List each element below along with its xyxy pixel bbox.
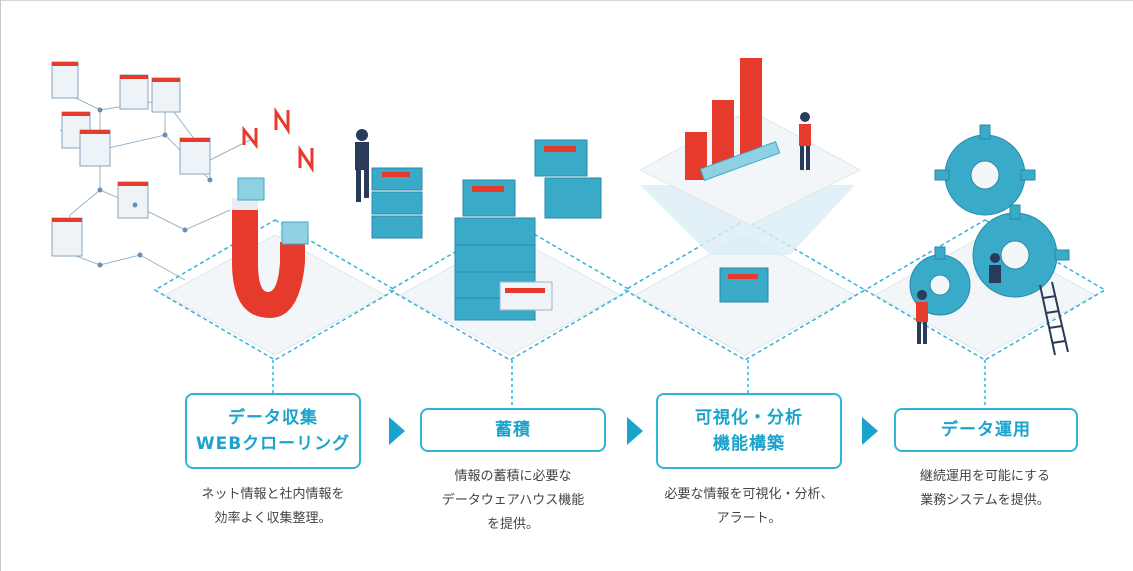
magnet-illustration — [232, 177, 309, 318]
ladder — [1039, 281, 1069, 356]
step-1-desc-line1: ネット情報と社内情報を — [201, 487, 345, 502]
step-1-title-line2: WEBクローリング — [195, 434, 351, 454]
arrow-icon-3 — [862, 417, 878, 445]
step-4-description: 継続運用を可能にする 業務システムを提供。 — [880, 465, 1090, 513]
step-3-title-box: 可視化・分析 機能構築 — [656, 393, 842, 469]
step-3-title-line1: 可視化・分析 — [695, 408, 803, 428]
arrow-icon-2 — [627, 417, 643, 445]
step-2-desc-line3: を提供。 — [486, 517, 539, 532]
step-1-title-line1: データ収集 — [228, 408, 318, 428]
step-4-title-box: データ運用 — [894, 408, 1078, 452]
step-3-desc-line2: アラート。 — [716, 511, 782, 526]
step-2-title-line1: 蓄積 — [495, 420, 531, 440]
filing-cabinet-illustration — [454, 139, 602, 321]
network-nodes — [97, 107, 213, 268]
step-2-description: 情報の蓄積に必要な データウェアハウス機能 を提供。 — [410, 465, 616, 537]
step-2-title-box: 蓄積 — [420, 408, 606, 452]
step-4-title-line1: データ運用 — [941, 420, 1031, 440]
step-1-description: ネット情報と社内情報を 効率よく収集整理。 — [170, 483, 376, 531]
step-3-description: 必要な情報を可視化・分析、 アラート。 — [640, 483, 858, 531]
person-carrying-boxes — [355, 129, 423, 239]
funnel-illustration — [638, 58, 862, 303]
step-1-title-box: データ収集 WEBクローリング — [185, 393, 361, 469]
gears-illustration — [909, 124, 1070, 316]
web-page-icons — [51, 61, 211, 257]
page-top-border — [0, 0, 1133, 7]
magnet-force-marks — [242, 107, 314, 173]
page-left-border — [0, 0, 1, 571]
step-2-desc-line2: データウェアハウス機能 — [441, 493, 585, 508]
step-2-desc-line1: 情報の蓄積に必要な — [454, 469, 572, 484]
arrow-icon-1 — [389, 417, 405, 445]
step-4-desc-line2: 業務システムを提供。 — [920, 493, 1050, 508]
step-4-desc-line1: 継続運用を可能にする — [919, 469, 1051, 484]
step-1-desc-line2: 効率よく収集整理。 — [214, 511, 332, 526]
step-3-title-line2: 機能構築 — [713, 434, 785, 454]
step-3-desc-line1: 必要な情報を可視化・分析、 — [664, 487, 834, 502]
connector-lines — [272, 360, 986, 408]
workers — [916, 253, 1001, 344]
